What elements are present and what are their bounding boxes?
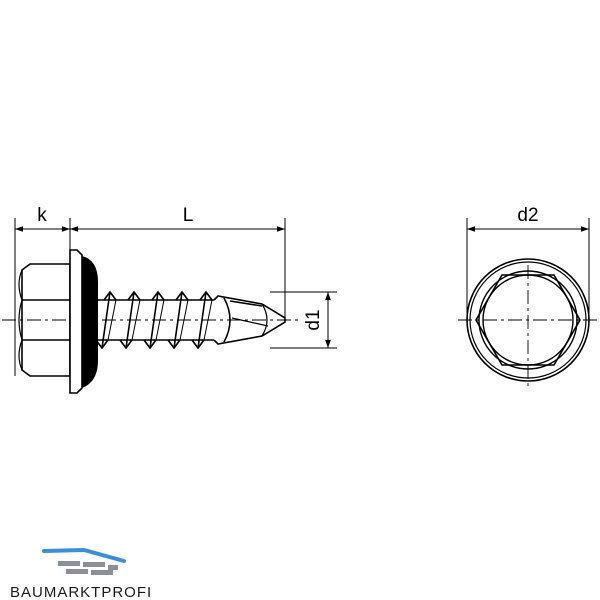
dimension-d2	[466, 218, 590, 322]
dimension-L	[70, 218, 286, 318]
brand-logo: BAUMARKTPROFI	[10, 547, 152, 600]
dim-label-d1: d1	[303, 309, 324, 330]
dim-label-k: k	[37, 205, 47, 226]
dim-label-d2: d2	[517, 205, 538, 226]
dimension-k	[14, 218, 71, 376]
logo-roof-icon	[42, 547, 126, 563]
logo-wordmark: BAUMARKTPROFI	[10, 584, 152, 600]
washer-with-seal	[69, 249, 98, 394]
dimension-d1	[270, 291, 337, 349]
screw-end-view	[458, 258, 600, 390]
dim-label-L: L	[183, 205, 194, 226]
drill-point	[213, 295, 286, 345]
threaded-shank	[95, 290, 214, 350]
logo-bricks-icon	[58, 561, 118, 575]
rubber-seal	[82, 256, 98, 388]
screw-side-view	[2, 249, 300, 394]
